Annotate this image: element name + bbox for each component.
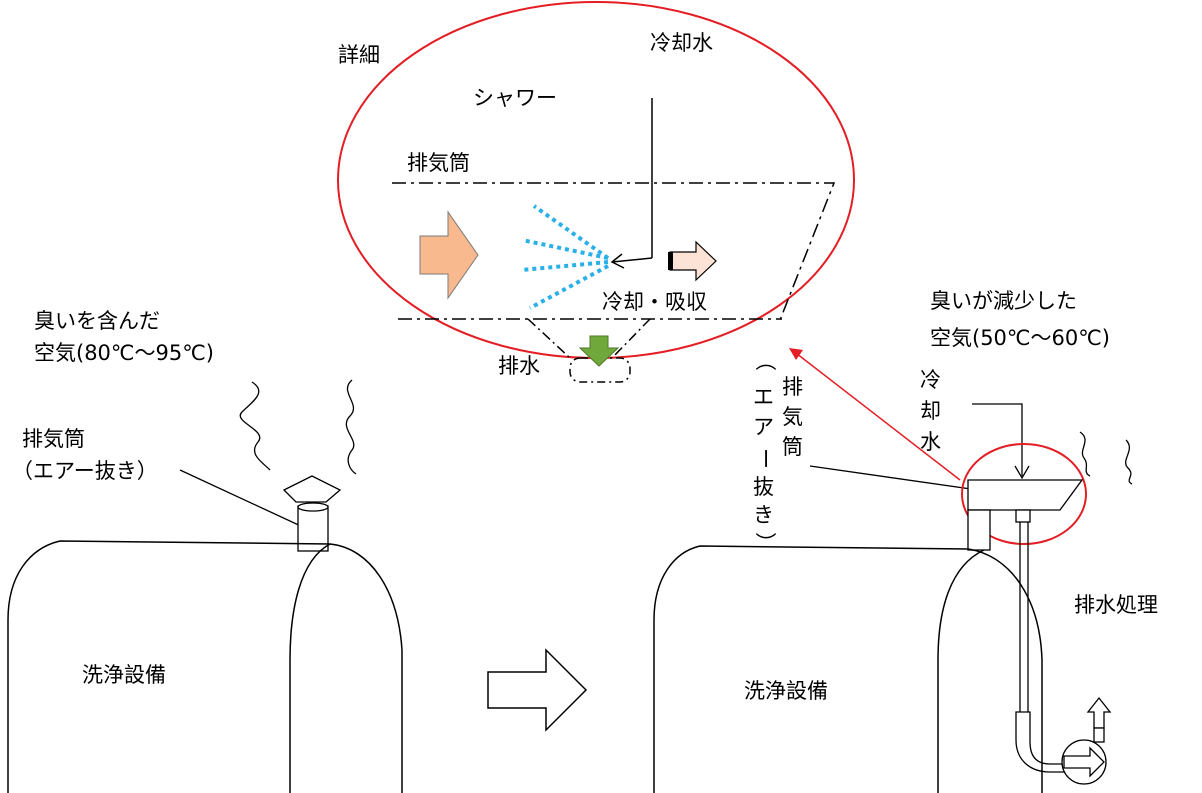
before-tank-inner-curve (289, 543, 331, 793)
callout-pointer-line (791, 349, 961, 481)
after-air-char-6: き (753, 503, 774, 527)
shower-spray (521, 204, 610, 310)
scrubber-body (967, 479, 1084, 511)
after-air-char-1: （ (753, 350, 777, 371)
after-odor-wave-2 (1125, 439, 1133, 485)
before-exhaust-pointer (179, 469, 319, 535)
drain-pump-inner-arrow (1063, 746, 1105, 778)
drain-pump-outlet-arrow (1086, 696, 1112, 729)
after-equipment-group: 臭いが減少した 空気(50℃～60℃) 冷 却 水 排 気 筒 （ エ ア ー … (653, 289, 1158, 793)
after-air-char-4: ー (753, 448, 777, 469)
drain-arrow (578, 335, 620, 367)
cooling-absorption-label: 冷却・吸収 (602, 290, 707, 314)
after-air-release-label: （ エ ア ー 抜 き ） (753, 350, 777, 553)
before-exhaust-cap (282, 475, 342, 503)
detail-callout: 詳細 冷却水 シャワー 排気筒 冷却・吸収 排水 (337, 1, 855, 383)
drain-label: 排水 (498, 354, 540, 378)
after-cooling-water-char-1: 冷 (920, 368, 941, 392)
callout-pointer-arrowhead (789, 348, 803, 360)
drain-funnel-outline (527, 318, 651, 359)
after-cooling-water-arrowhead (1014, 465, 1030, 480)
before-exhaust-line2: （エアー抜き） (12, 459, 158, 483)
after-odor-line2: 空気(50℃～60℃) (930, 326, 1110, 350)
after-exhaust-char-2: 気 (782, 405, 803, 429)
drain-pipe-connector (1015, 509, 1031, 523)
cooling-water-label: 冷却水 (650, 31, 713, 55)
before-exhaust-pipe-top (297, 502, 329, 512)
drain-treatment-label: 排水処理 (1074, 593, 1158, 617)
after-odor-line1: 臭いが減少した (930, 289, 1077, 313)
after-air-char-5: 抜 (753, 475, 774, 499)
exhaust-pipe-label: 排気筒 (407, 151, 470, 175)
scrubber-highlight-circle (961, 443, 1087, 545)
drain-pump-outlet (1093, 727, 1105, 743)
after-odor-wave-1 (1079, 431, 1091, 477)
transition-arrow (487, 648, 588, 732)
air-outflow-arrow-tail (668, 252, 673, 270)
detail-label: 詳細 (338, 43, 380, 67)
after-air-char-3: ア (753, 415, 774, 439)
after-air-char-7: ） (753, 532, 777, 553)
after-exhaust-char-3: 筒 (782, 435, 803, 459)
air-outflow-arrow (669, 240, 717, 282)
before-odor-line2: 空気(80℃～95℃) (34, 341, 214, 365)
after-air-char-2: エ (753, 385, 774, 409)
cooling-water-line-bend (611, 257, 653, 263)
detail-ellipse (337, 1, 855, 359)
cooling-water-arrowhead (610, 253, 625, 269)
after-equipment-label: 洗浄設備 (744, 679, 828, 703)
after-cooling-water-line (972, 403, 1023, 476)
before-tank-outline (7, 540, 403, 793)
exhaust-pipe-outline (392, 182, 836, 321)
after-exhaust-char-1: 排 (782, 375, 803, 399)
after-cooling-water-char-3: 水 (920, 430, 941, 454)
scrubber-exhaust-stub (967, 509, 991, 551)
air-inflow-arrow (419, 210, 479, 300)
before-odor-wave-2 (345, 379, 357, 475)
before-equipment-label: 洗浄設備 (82, 663, 166, 687)
before-equipment-group: 臭いを含んだ 空気(80℃～95℃) 排気筒 （エアー抜き） 洗浄設備 (7, 309, 403, 793)
after-cooling-water-char-2: 却 (920, 399, 941, 423)
before-exhaust-line1: 排気筒 (22, 427, 85, 451)
shower-label: シャワー (473, 86, 557, 110)
before-odor-line1: 臭いを含んだ (34, 309, 160, 333)
after-tank-outline (653, 545, 1043, 793)
before-odor-wave-1 (239, 381, 271, 471)
after-tank-inner-curve (937, 549, 985, 793)
drain-pipe (1019, 522, 1029, 720)
